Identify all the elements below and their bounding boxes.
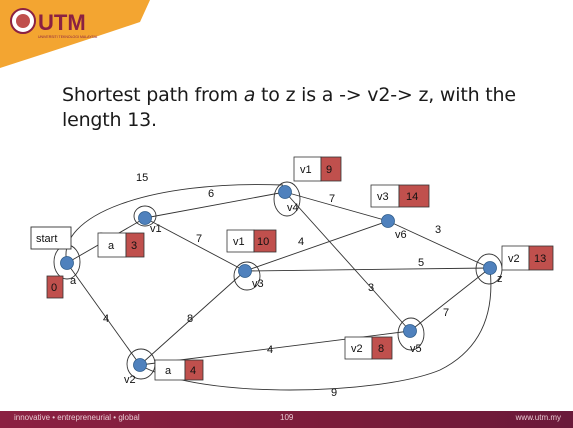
edge-v3-v6 (244, 220, 389, 272)
label-z-pred-box (501, 245, 530, 271)
nodes (60, 185, 497, 372)
node-z (483, 261, 497, 275)
label-v5-pred: v2 (351, 343, 363, 355)
edge-v4-v6 (284, 191, 389, 222)
label-v2-dist: 4 (190, 365, 196, 377)
label-v1-pred-box (97, 232, 127, 258)
slide-heading: Shortest path from a to z is a -> v2-> z… (62, 83, 522, 133)
label-z-dist: 13 (534, 253, 546, 265)
label-v4-pred-box (293, 156, 322, 182)
weight-v1-v4: 6 (208, 188, 214, 200)
label-a-dist-box (46, 275, 64, 299)
label-v4-dist: 9 (326, 164, 332, 176)
weight-v2-v3: 8 (187, 313, 193, 325)
edge-v2-z (139, 267, 492, 391)
node-label-v2: v2 (124, 374, 136, 386)
heading-italic: a (243, 84, 256, 106)
circle-v1 (133, 205, 157, 227)
node-v5 (403, 324, 417, 338)
footer-bar: innovative • entrepreneurial • global 10… (0, 411, 573, 428)
footer-page-number: 109 (280, 413, 294, 422)
node-v3 (238, 264, 252, 278)
weight-v6-z: 3 (435, 224, 441, 236)
label-v1-dist-box (125, 232, 145, 258)
node-label-v4: v4 (287, 202, 299, 214)
label-v2-pred: a (165, 365, 172, 377)
start-label: start (36, 233, 57, 245)
weight-v4-v6: 7 (329, 193, 335, 205)
label-a-dist: 0 (51, 282, 57, 294)
node-label-a: a (70, 275, 77, 287)
heading-prefix: Shortest path from (62, 84, 244, 106)
weight-v2-v5: 4 (267, 344, 273, 356)
weight-v2-z: 9 (331, 387, 337, 399)
edge-v2-v3 (139, 270, 246, 366)
weight-v4-v5: 3 (368, 282, 374, 294)
label-v3-dist-box (253, 229, 277, 253)
edge-v1-v3 (144, 217, 246, 272)
weight-v1-v3: 7 (196, 233, 202, 245)
label-v6-pred: v3 (377, 191, 389, 203)
node-label-z: z (497, 273, 503, 285)
circle-v3 (233, 261, 261, 291)
footer-url: www.utm.my (515, 413, 561, 422)
edge-v5-z (409, 267, 491, 332)
circle-v5 (397, 317, 425, 351)
label-v4-pred: v1 (300, 164, 312, 176)
edge-v6-z (387, 220, 491, 269)
edges (65, 184, 492, 391)
weight-a-v4: 15 (136, 172, 148, 184)
logo-banner: UTM UNIVERSITI TEKNOLOGI MALAYSIA (0, 0, 150, 68)
label-v6-dist: 14 (406, 191, 418, 203)
logo-swoosh (0, 0, 150, 68)
label-v2-dist-box (184, 359, 204, 381)
weight-v3-v6: 4 (298, 236, 304, 248)
node-a (60, 256, 74, 270)
node-label-v5: v5 (410, 343, 422, 355)
edge-v3-z (244, 267, 491, 272)
weight-a-v2: 4 (103, 313, 109, 325)
label-v5-dist-box (371, 336, 393, 360)
label-v3-pred: v1 (233, 236, 245, 248)
footer-tagline: innovative • entrepreneurial • global (14, 413, 140, 422)
label-v1-pred: a (108, 240, 115, 252)
logo-subtext: UNIVERSITI TEKNOLOGI MALAYSIA (38, 35, 98, 39)
node-v2 (133, 358, 147, 372)
logo-text: UTM (38, 10, 86, 35)
weight-v5-z: 7 (443, 307, 449, 319)
label-z-pred: v2 (508, 253, 520, 265)
start-box (30, 226, 72, 250)
circle-v4 (273, 181, 301, 217)
node-v4 (278, 185, 292, 199)
edge-v4-v5 (284, 191, 411, 332)
crest-inner-icon (16, 14, 30, 28)
edge-a-v2 (66, 262, 141, 366)
node-label-v3: v3 (252, 278, 264, 290)
label-v5-dist: 8 (378, 343, 384, 355)
node-highlight-circles (53, 181, 503, 380)
node-v1 (138, 211, 152, 225)
edge-v1-v4 (144, 191, 286, 219)
node-label-v6: v6 (395, 229, 407, 241)
label-z-dist-box (528, 245, 554, 271)
node-v6 (381, 214, 395, 228)
label-v1-dist: 3 (131, 240, 137, 252)
label-v3-dist: 10 (257, 236, 269, 248)
weight-v3-z: 5 (418, 257, 424, 269)
label-v4-dist-box (320, 156, 342, 182)
node-label-v1: v1 (150, 223, 162, 235)
heading-suffix: to z is a -> v2-> z, with the length 13. (62, 84, 516, 131)
label-v6-dist-box (398, 184, 430, 208)
